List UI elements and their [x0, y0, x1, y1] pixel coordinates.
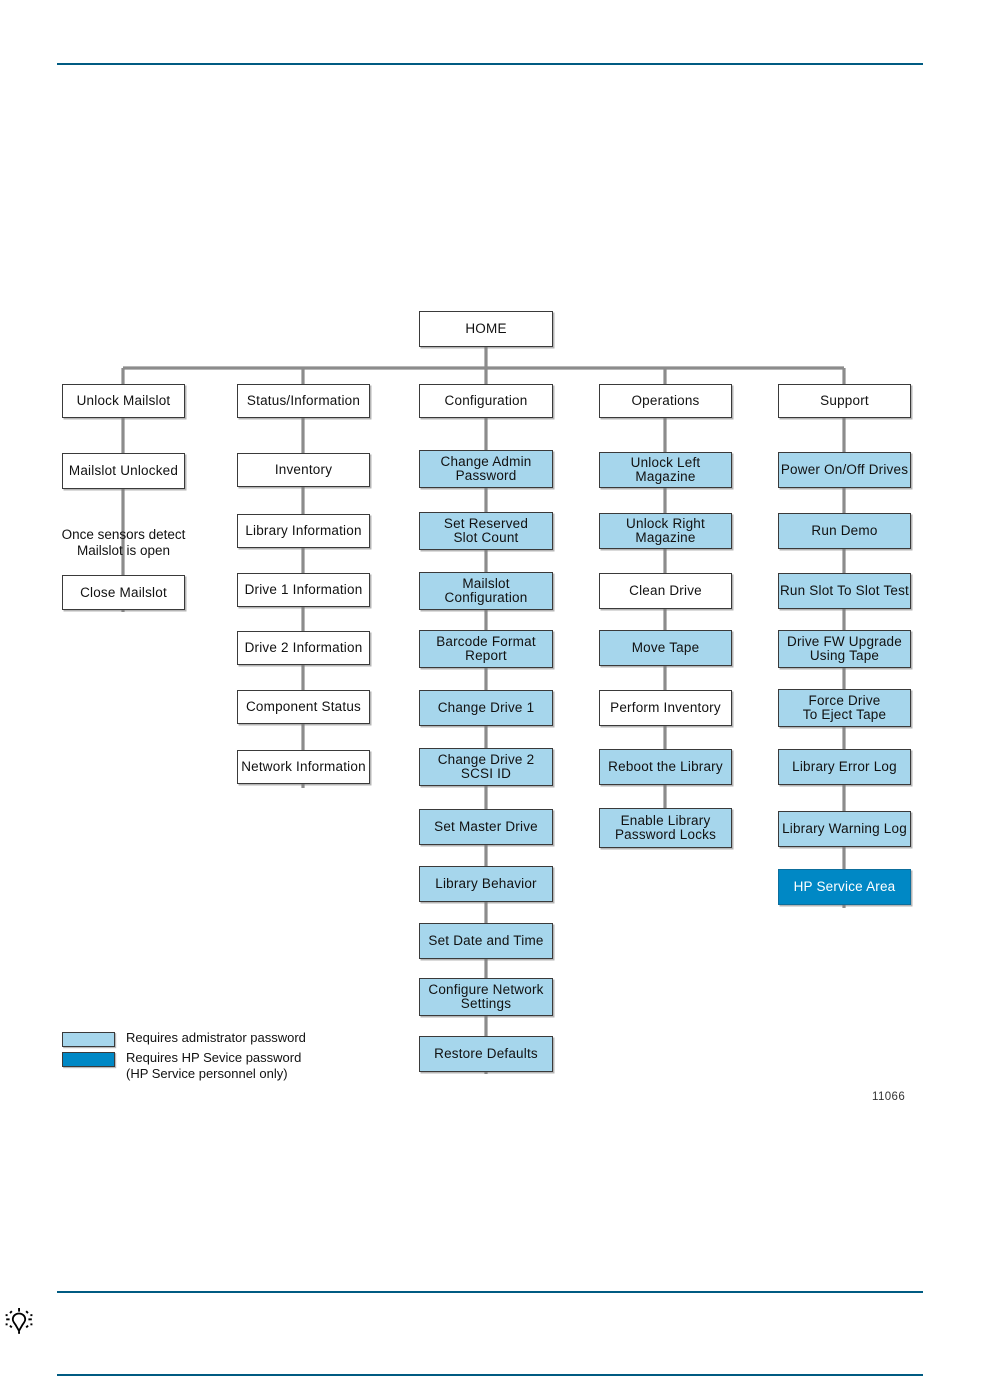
- node-label: Run Slot To Slot Test: [779, 583, 910, 598]
- node-drive-2-information[interactable]: Drive 2 Information: [237, 631, 370, 665]
- node-label: Library Warning Log: [782, 821, 907, 836]
- node-label: Perform Inventory: [610, 700, 721, 715]
- legend-swatch-admin: [62, 1032, 115, 1047]
- node-label: Operations: [631, 393, 700, 408]
- light-bulb-icon: [5, 1308, 33, 1334]
- node-label: Drive 2 Information: [244, 640, 363, 655]
- node-change-admin-password[interactable]: Change Admin Password: [419, 450, 553, 488]
- legend: Requires admistrator password Requires H…: [62, 1030, 392, 1084]
- node-mailslot-configuration[interactable]: Mailslot Configuration: [419, 572, 553, 610]
- node-library-behavior[interactable]: Library Behavior: [419, 866, 553, 902]
- node-label: Enable Library Password Locks: [614, 813, 717, 842]
- node-drive-1-information[interactable]: Drive 1 Information: [237, 573, 370, 607]
- legend-row-admin: Requires admistrator password: [62, 1030, 392, 1047]
- node-label: Drive 1 Information: [244, 582, 363, 597]
- node-label: Set Reserved Slot Count: [443, 516, 529, 545]
- node-run-demo[interactable]: Run Demo: [778, 513, 911, 549]
- node-force-drive-to-eject-tape[interactable]: Force Drive To Eject Tape: [778, 689, 911, 727]
- node-support[interactable]: Support: [778, 384, 911, 418]
- node-component-status[interactable]: Component Status: [237, 690, 370, 724]
- node-set-date-and-time[interactable]: Set Date and Time: [419, 923, 553, 959]
- node-configuration[interactable]: Configuration: [419, 384, 553, 418]
- node-label: Power On/Off Drives: [780, 462, 909, 477]
- node-move-tape[interactable]: Move Tape: [599, 630, 732, 666]
- node-change-drive-2-scsi-id[interactable]: Change Drive 2 SCSI ID: [419, 748, 553, 786]
- node-label: Unlock Left Magazine: [630, 455, 701, 484]
- legend-label-service: Requires HP Sevice password (HP Service …: [126, 1050, 302, 1081]
- node-label: Support: [820, 393, 869, 408]
- node-enable-library-password-locks[interactable]: Enable Library Password Locks: [599, 808, 732, 848]
- node-status-information[interactable]: Status/Information: [237, 384, 370, 418]
- note-once-sensors-detect: Once sensors detect Mailslot is open: [45, 511, 202, 559]
- node-drive-fw-upgrade-using-tape[interactable]: Drive FW Upgrade Using Tape: [778, 630, 911, 668]
- node-configure-network-settings[interactable]: Configure Network Settings: [419, 978, 553, 1016]
- node-label: Network Information: [241, 759, 366, 774]
- node-close-mailslot[interactable]: Close Mailslot: [62, 575, 185, 610]
- node-label: Move Tape: [631, 640, 700, 655]
- node-power-on-off-drives[interactable]: Power On/Off Drives: [778, 452, 911, 488]
- node-label: HOME: [465, 321, 507, 336]
- node-library-error-log[interactable]: Library Error Log: [778, 749, 911, 785]
- node-home[interactable]: HOME: [419, 311, 553, 347]
- node-label: Configure Network Settings: [428, 982, 544, 1011]
- node-label: Unlock Right Magazine: [626, 516, 705, 545]
- node-unlock-mailslot[interactable]: Unlock Mailslot: [62, 384, 185, 418]
- node-label: Drive FW Upgrade Using Tape: [787, 634, 902, 663]
- node-label: HP Service Area: [793, 879, 896, 894]
- node-run-slot-to-slot-test[interactable]: Run Slot To Slot Test: [778, 573, 911, 609]
- node-label: Library Behavior: [435, 876, 537, 891]
- legend-label-admin: Requires admistrator password: [126, 1030, 306, 1045]
- node-set-master-drive[interactable]: Set Master Drive: [419, 809, 553, 845]
- node-label: Force Drive To Eject Tape: [802, 693, 887, 722]
- node-label: Run Demo: [811, 523, 878, 538]
- node-barcode-format-report[interactable]: Barcode Format Report: [419, 630, 553, 668]
- header-rule: [57, 63, 923, 65]
- node-label: Library Information: [245, 523, 362, 538]
- node-label: Component Status: [245, 699, 362, 714]
- node-label: Barcode Format Report: [436, 634, 536, 663]
- node-unlock-right-magazine[interactable]: Unlock Right Magazine: [599, 513, 732, 549]
- node-operations[interactable]: Operations: [599, 384, 732, 418]
- node-perform-inventory[interactable]: Perform Inventory: [599, 690, 732, 726]
- node-label: Mailslot Configuration: [444, 576, 528, 605]
- node-label: Library Error Log: [792, 759, 897, 774]
- node-label: Mailslot Unlocked: [68, 463, 179, 478]
- node-label: Clean Drive: [629, 583, 702, 598]
- node-label: Inventory: [274, 462, 333, 477]
- figure-id: 11066: [872, 1091, 906, 1103]
- node-clean-drive[interactable]: Clean Drive: [599, 573, 732, 609]
- legend-row-service: Requires HP Sevice password (HP Service …: [62, 1050, 392, 1081]
- node-label: Change Drive 1: [437, 700, 535, 715]
- node-library-warning-log[interactable]: Library Warning Log: [778, 811, 911, 847]
- node-reboot-the-library[interactable]: Reboot the Library: [599, 749, 732, 785]
- node-mailslot-unlocked[interactable]: Mailslot Unlocked: [62, 453, 185, 489]
- node-set-reserved-slot-count[interactable]: Set Reserved Slot Count: [419, 512, 553, 550]
- node-label: Set Master Drive: [434, 819, 538, 834]
- node-network-information[interactable]: Network Information: [237, 750, 370, 784]
- node-label: Restore Defaults: [434, 1046, 538, 1061]
- node-label: Unlock Mailslot: [76, 393, 171, 408]
- node-label: Reboot the Library: [608, 759, 723, 774]
- node-label: Status/Information: [246, 393, 361, 408]
- node-unlock-left-magazine[interactable]: Unlock Left Magazine: [599, 452, 732, 488]
- node-change-drive-1[interactable]: Change Drive 1: [419, 690, 553, 726]
- node-inventory[interactable]: Inventory: [237, 453, 370, 487]
- footer-rule-top: [57, 1291, 923, 1293]
- node-label: Configuration: [444, 393, 528, 408]
- node-label: Change Drive 2 SCSI ID: [437, 752, 535, 781]
- footer-rule-bottom: [57, 1374, 923, 1376]
- note-label: Once sensors detect Mailslot is open: [61, 527, 186, 558]
- node-library-information[interactable]: Library Information: [237, 514, 370, 548]
- node-hp-service-area[interactable]: HP Service Area: [778, 869, 911, 905]
- node-label: Set Date and Time: [428, 933, 544, 948]
- node-label: Change Admin Password: [440, 454, 532, 483]
- node-label: Close Mailslot: [80, 584, 167, 600]
- legend-swatch-service: [62, 1052, 115, 1067]
- node-restore-defaults[interactable]: Restore Defaults: [419, 1036, 553, 1072]
